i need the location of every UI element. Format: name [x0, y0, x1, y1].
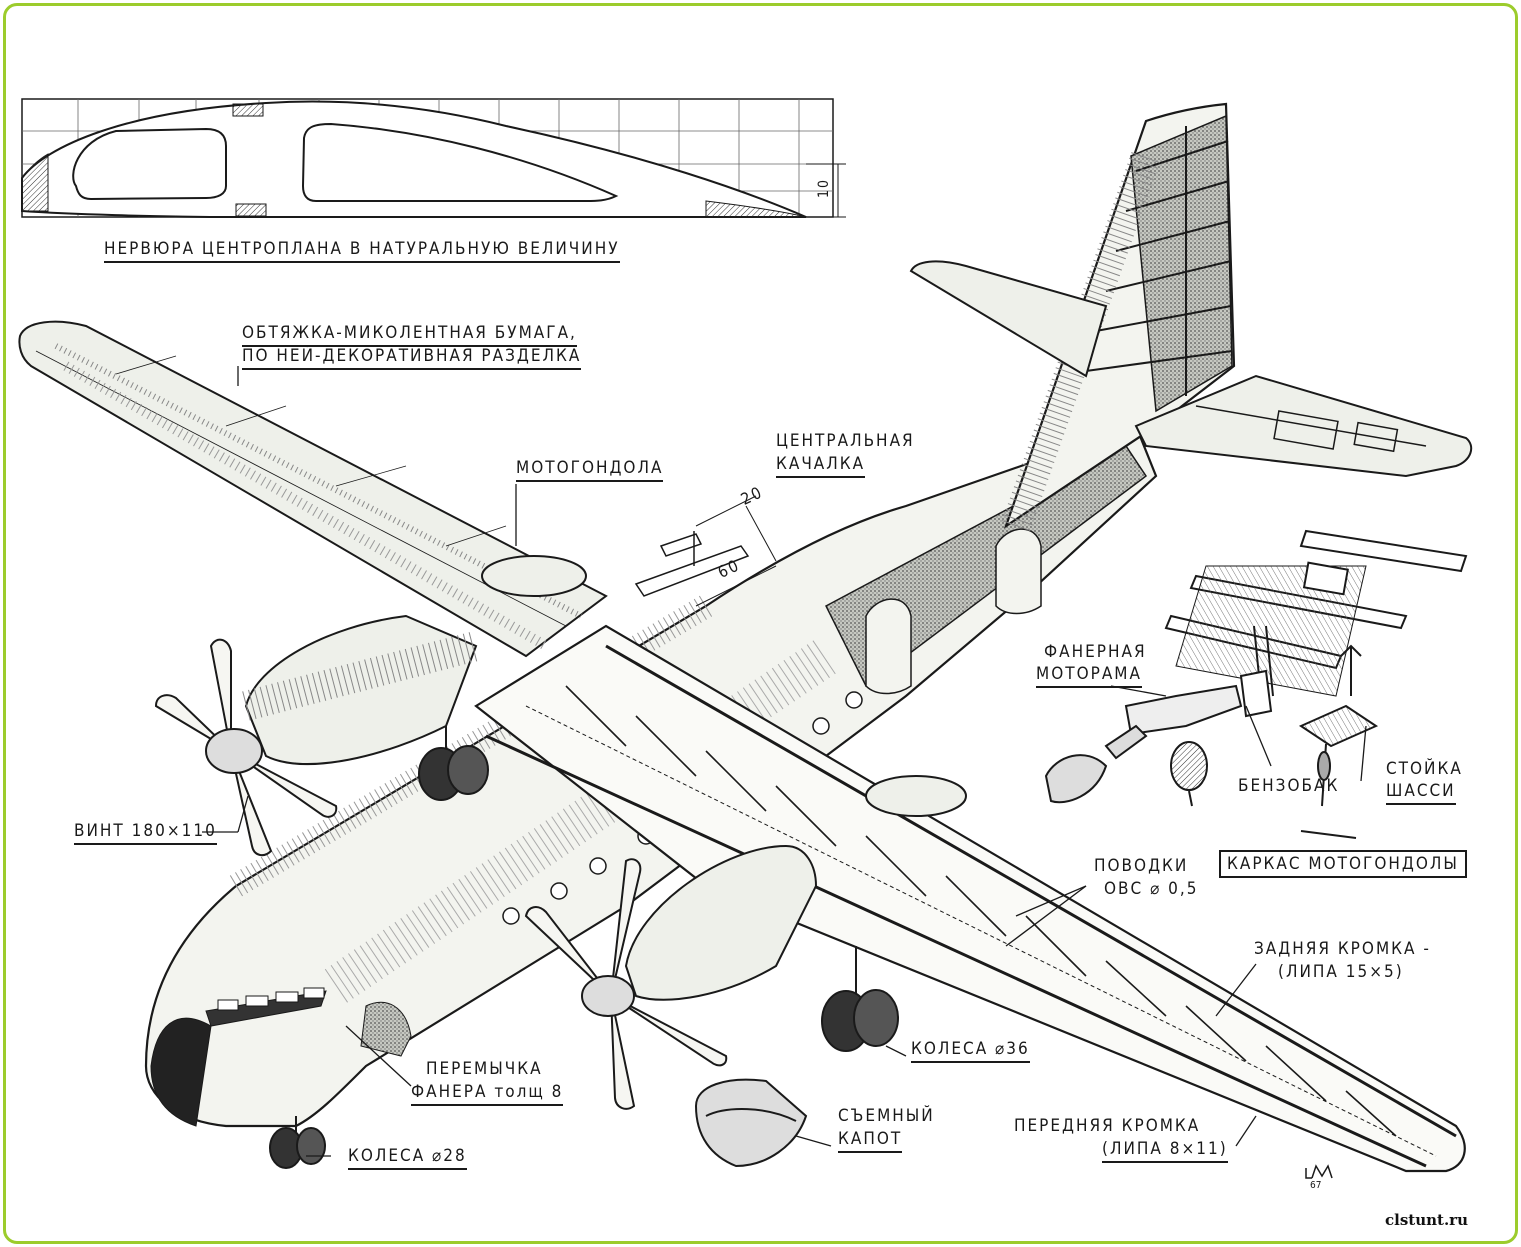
gear-strut-label-line2: ШАССИ: [1386, 781, 1456, 805]
fuel-tank-label: БЕНЗОБАК: [1238, 776, 1340, 796]
bellcrank: [634, 495, 777, 607]
removable-cowl-label-line1: СЪЕМНЫЙ: [838, 1106, 935, 1126]
signature-year: 67: [1310, 1180, 1322, 1191]
gear-strut-label-line1: СТОЙКА: [1386, 759, 1463, 779]
landing-gear: [269, 726, 899, 1169]
propeller-label: ВИНТ 180×110: [74, 821, 217, 845]
leading-edge-label-line2: (ЛИПА 8×11): [1102, 1139, 1228, 1163]
pushrods-label-line2: ОВС ⌀ 0,5: [1104, 879, 1199, 899]
bulkhead-label-line1: ПЕРЕМЫЧКА: [426, 1059, 543, 1079]
nose-wheels-label: КОЛЕСА ⌀28: [348, 1146, 467, 1170]
motor-mount-label-line1: ФАНЕРНАЯ: [1044, 642, 1147, 662]
main-wheels-label: КОЛЕСА ⌀36: [911, 1039, 1030, 1063]
vertical-fin: [1001, 102, 1236, 531]
nacelle-label: МОТОГОНДОЛА: [516, 458, 664, 482]
motor-mount-label-line2: МОТОРАМА: [1036, 664, 1142, 688]
rib-drawing: [21, 98, 846, 218]
trailing-edge-label-line2: (ЛИПА 15×5): [1278, 962, 1404, 982]
nacelles: [242, 555, 967, 1001]
right-wing: [474, 624, 1466, 1173]
pushrods-label-line1: ПОВОДКИ: [1094, 856, 1189, 876]
covering-label-line1: ОБТЯЖКА-МИКОЛЕНТНАЯ БУМАГА,: [242, 323, 577, 347]
left-wing: [18, 320, 608, 658]
website-watermark[interactable]: clstunt.ru: [1385, 1211, 1468, 1229]
nacelle-frame-label: КАРКАС МОТОГОНДОЛЫ: [1219, 850, 1467, 878]
bellcrank-label-line1: ЦЕНТРАЛЬНАЯ: [776, 431, 915, 451]
leader-lines: [202, 366, 1367, 1157]
artist-signature: [1305, 1164, 1333, 1179]
leading-edge-label-line1: ПЕРЕДНЯЯ КРОМКА: [1014, 1116, 1201, 1136]
rib-caption: НЕРВЮРА ЦЕНТРОПЛАНА В НАТУРАЛЬНУЮ ВЕЛИЧИ…: [104, 239, 620, 263]
nacelle-frame-exploded: [1044, 529, 1468, 839]
horizontal-stabilizer: [909, 260, 1473, 478]
airplane-cutaway-drawing: [18, 98, 1473, 1179]
bellcrank-label-line2: КАЧАЛКА: [776, 454, 866, 478]
image-frame: НЕРВЮРА ЦЕНТРОПЛАНА В НАТУРАЛЬНУЮ ВЕЛИЧИ…: [3, 3, 1518, 1244]
removable-cowl-label-line2: КАПОТ: [838, 1129, 903, 1153]
trailing-edge-label-line1: ЗАДНЯЯ КРОМКА -: [1254, 939, 1431, 959]
removable-cowl: [694, 1078, 808, 1168]
covering-label-line2: ПО НЕЙ-ДЕКОРАТИВНАЯ РАЗДЕЛКА: [242, 346, 582, 370]
rib-dimension: 10: [816, 177, 832, 198]
bulkhead-label-line2: ФАНЕРА толщ 8: [411, 1082, 564, 1106]
propellers: [154, 638, 728, 1110]
